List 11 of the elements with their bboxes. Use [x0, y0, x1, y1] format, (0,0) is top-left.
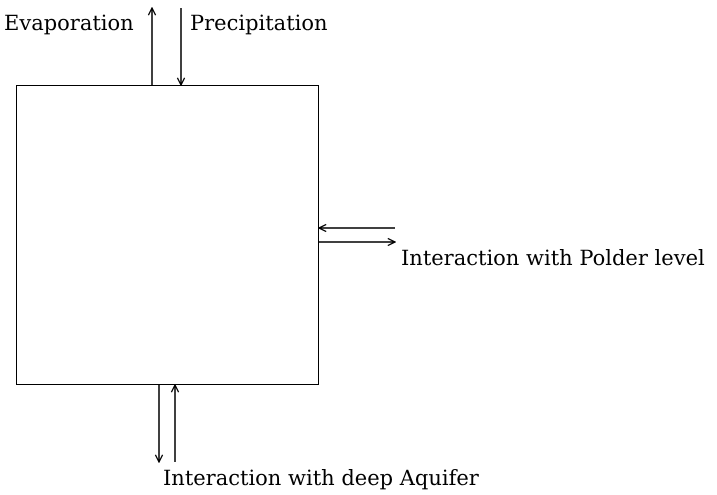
storage-box: [16, 85, 319, 385]
arrow: [176, 8, 186, 86]
flow-label: Interaction with Polder level: [395, 224, 705, 270]
arrow: [170, 384, 180, 462]
arrow: [319, 238, 396, 246]
arrow: [318, 224, 395, 232]
arrow: [154, 385, 164, 463]
flow-label: Evaporation: [4, 8, 154, 35]
flow-label: Precipitation: [176, 8, 328, 35]
flow-label: Interaction with deep Aquifer: [155, 462, 479, 490]
arrow: [148, 7, 156, 85]
